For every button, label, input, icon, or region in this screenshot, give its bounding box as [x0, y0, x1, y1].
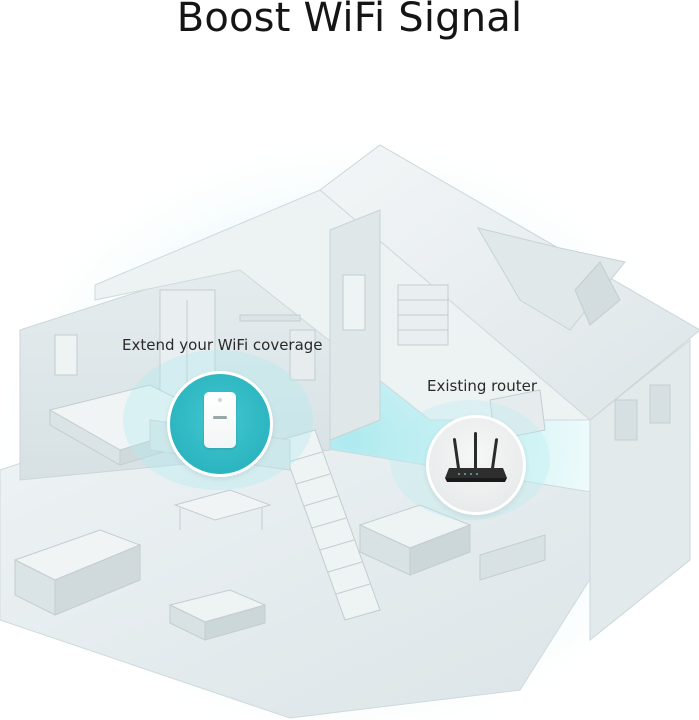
existing-router-label: Existing router	[427, 377, 537, 395]
router-badge	[426, 415, 526, 515]
page-title: Boost WiFi Signal	[176, 0, 523, 41]
range-extender-badge	[167, 371, 273, 477]
dining-table	[173, 489, 272, 521]
router-icon	[445, 432, 507, 482]
extend-coverage-label: Extend your WiFi coverage	[122, 336, 323, 354]
staircase	[279, 429, 381, 621]
range-extender-icon	[204, 392, 236, 448]
